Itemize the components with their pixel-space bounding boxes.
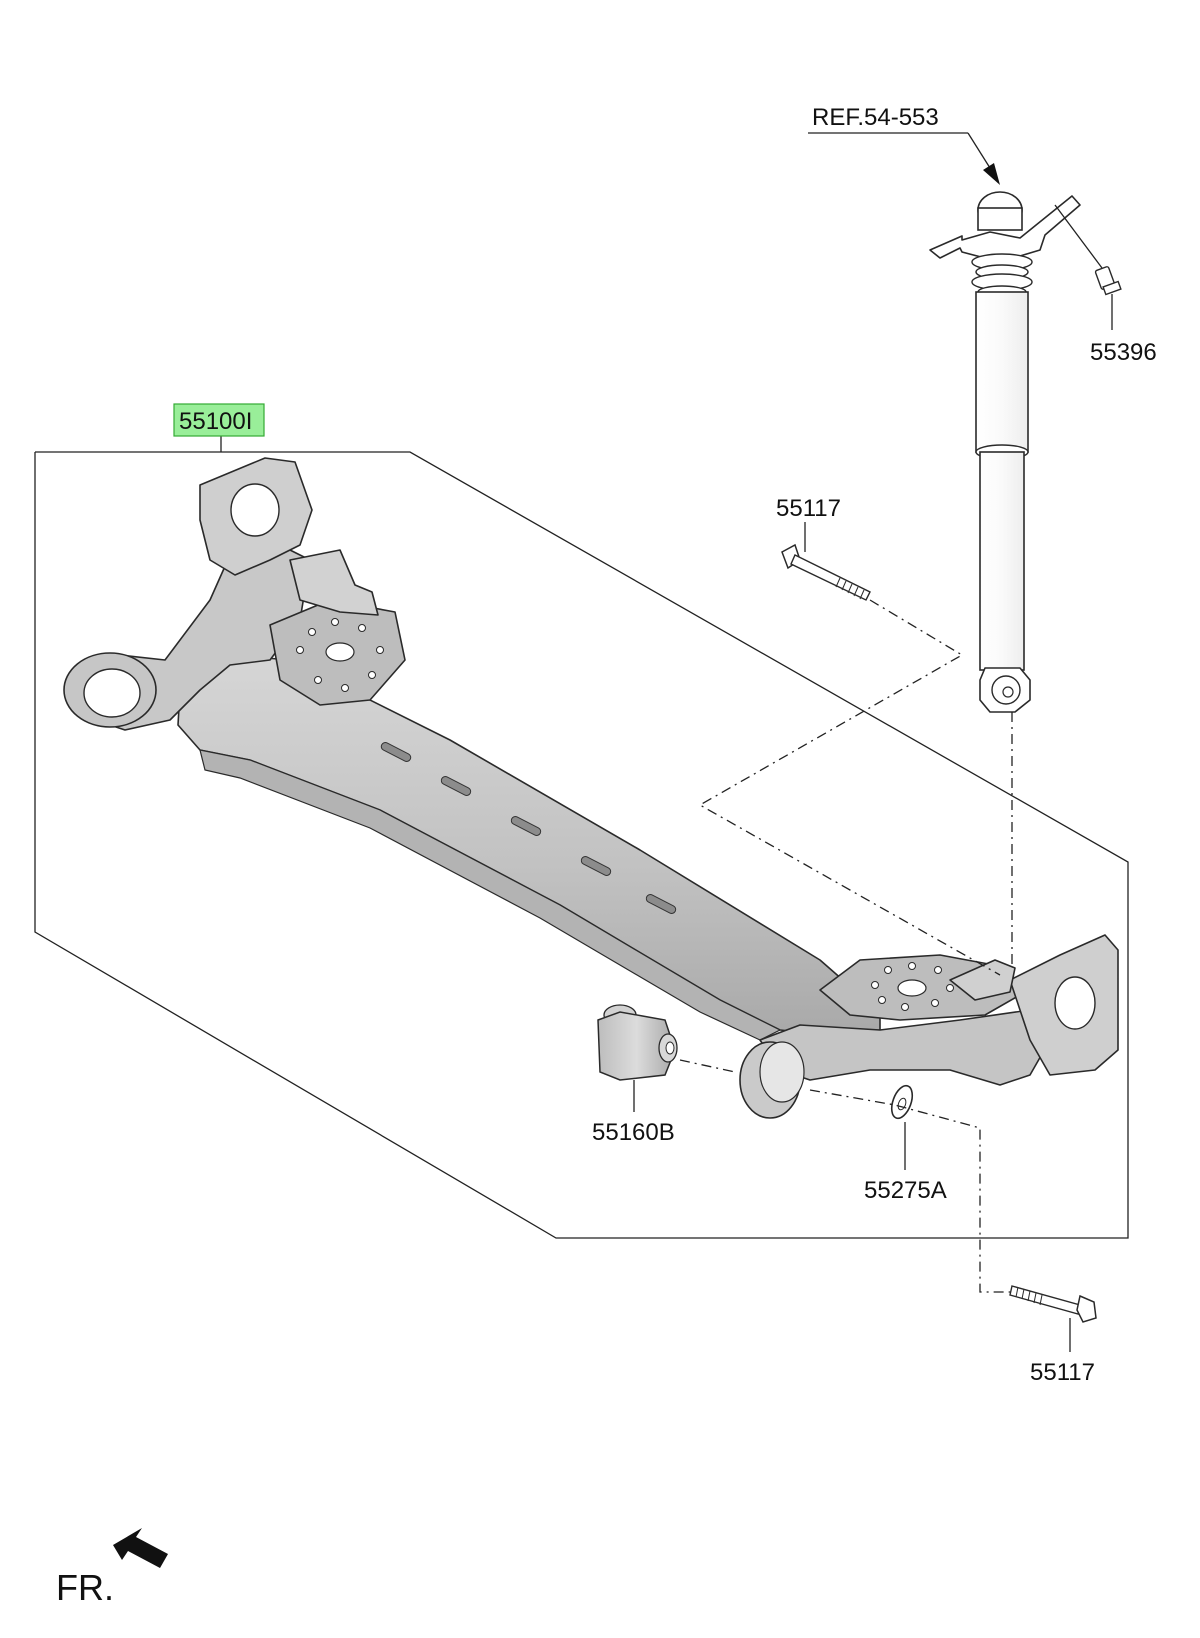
left-bracket-hole: [230, 483, 280, 537]
front-arrow-icon: [113, 1528, 168, 1568]
callout-label-55117-bottom[interactable]: 55117: [1030, 1359, 1095, 1386]
assembly-frame: [34, 436, 1129, 1239]
highlight-box: [173, 403, 265, 437]
torsion-beam-axle[interactable]: [63, 457, 1119, 1119]
front-indicator: FR.: [56, 1528, 168, 1608]
axle-beam-body: [177, 654, 881, 1036]
shock-cap-band: [977, 207, 1023, 231]
axle-bolt-bottom[interactable]: [1009, 1285, 1097, 1352]
callout-label-55275A[interactable]: 55275A: [864, 1177, 947, 1204]
front-label: FR.: [56, 1567, 114, 1608]
callout-label-55396[interactable]: 55396: [1090, 339, 1157, 366]
right-bracket-hole: [1054, 976, 1096, 1030]
right-shock-flange: [949, 959, 1016, 1001]
shock-eye-hole: [1002, 686, 1014, 698]
ref-leader: [808, 132, 1000, 185]
upper-mount-bolt[interactable]: [1054, 204, 1122, 330]
callout-label-ref[interactable]: REF.54-553: [812, 104, 939, 131]
shock-bolt-top[interactable]: [781, 522, 871, 601]
callout-label-55117-top[interactable]: 55117: [776, 495, 841, 522]
right-trailing-arm: [759, 1009, 1051, 1086]
beam-slots: [380, 742, 677, 914]
shock-upper-tube: [975, 291, 1029, 453]
right-bushing-eye-face: [759, 1041, 805, 1103]
left-seat-holes: [296, 618, 384, 692]
eccentric-washer[interactable]: [888, 1083, 917, 1170]
left-shock-flange: [289, 549, 379, 616]
right-seat-center-hole: [897, 979, 927, 997]
shock-lower-body: [979, 451, 1025, 671]
axle-bushing[interactable]: [597, 1004, 678, 1112]
left-seat-center-hole: [325, 642, 355, 662]
shock-bump-stop: [971, 253, 1033, 299]
assembly-guide-lines: [679, 599, 1013, 1293]
right-seat-holes: [871, 962, 954, 1011]
callout-label-55160B[interactable]: 55160B: [592, 1119, 675, 1146]
left-bushing-eye-inner: [83, 668, 141, 718]
shock-absorber[interactable]: [929, 191, 1081, 713]
callout-label-axle: 55100I: [179, 408, 252, 435]
callout-55100I[interactable]: 55100I: [173, 403, 265, 437]
